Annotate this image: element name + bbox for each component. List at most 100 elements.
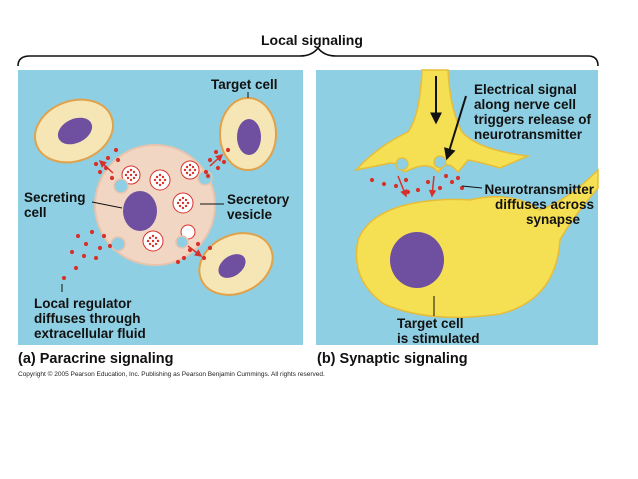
molecule-dot — [155, 175, 159, 179]
molecule-dot — [107, 243, 113, 249]
label-secretory-vesicle-line1: Secretory — [227, 192, 290, 207]
molecule-dot — [158, 178, 162, 182]
label-neurotransmitter-line1: Neurotransmitter — [484, 182, 594, 197]
molecule-dot — [132, 176, 136, 180]
molecule-dot — [151, 244, 155, 248]
molecule-dot — [176, 201, 180, 205]
molecule-dot — [155, 181, 159, 185]
molecule-dot — [207, 245, 213, 251]
molecule-dot — [153, 178, 157, 182]
label-secreting-cell: Secreting cell — [24, 190, 86, 220]
molecule-dot — [181, 255, 187, 261]
caption-synaptic: (b) Synaptic signaling — [317, 351, 468, 367]
molecule-dot — [213, 149, 219, 155]
label-target-line1: Target cell — [397, 316, 464, 331]
molecule-dot — [207, 157, 213, 163]
molecule-dot — [151, 239, 155, 243]
molecule-dot — [81, 253, 87, 259]
molecule-dot — [369, 177, 375, 183]
label-local-regulator-line2: diffuses through — [34, 311, 141, 326]
molecule-dot — [183, 168, 187, 172]
neurotransmitter-arrows — [397, 175, 437, 198]
label-local-regulator-line3: extracellular fluid — [34, 326, 146, 341]
label-neurotransmitter-line3: synapse — [525, 212, 580, 227]
molecule-dot — [69, 249, 75, 255]
target-neuron-nucleus — [390, 232, 444, 288]
molecule-dot — [129, 173, 133, 177]
molecule-dot — [134, 173, 138, 177]
molecule-dot — [459, 185, 465, 191]
leader-lines-a — [61, 92, 249, 292]
molecule-dot — [185, 171, 189, 175]
molecule-dot — [61, 275, 67, 281]
molecule-dot — [185, 165, 189, 169]
molecule-dot — [184, 198, 188, 202]
molecule-dot — [225, 147, 231, 153]
molecule-dot — [381, 181, 387, 187]
molecule-dot — [455, 175, 461, 181]
molecule-dot — [188, 168, 192, 172]
molecule-dot — [132, 170, 136, 174]
molecule-dot — [109, 175, 115, 181]
diffusion-arrows — [98, 153, 224, 257]
molecule-dot — [184, 204, 188, 208]
molecule-dot — [158, 183, 162, 187]
molecule-dot — [154, 236, 158, 240]
label-electrical-signal: Electrical signal along nerve cell trigg… — [474, 82, 591, 142]
label-secretory-vesicle: Secretory vesicle — [227, 192, 289, 222]
molecule-dot — [113, 147, 119, 153]
label-electrical-line2: along nerve cell — [474, 97, 577, 112]
secreting-cell — [94, 144, 216, 266]
secreting-cell-nucleus — [123, 191, 157, 231]
molecule-dot — [146, 239, 150, 243]
target-cell-upper-left — [34, 98, 114, 164]
label-neurotransmitter-line2: diffuses across — [494, 197, 594, 212]
leader-lines-b — [433, 185, 483, 316]
electrical-signal-arrows — [430, 76, 467, 161]
molecule-dot — [437, 185, 443, 191]
molecule-dot — [191, 171, 195, 175]
local-signaling-brace — [17, 46, 599, 67]
molecule-dot — [393, 183, 399, 189]
molecule-dot — [148, 242, 152, 246]
label-local-regulator-line1: Local regulator — [34, 296, 132, 311]
molecule-dot — [178, 198, 182, 202]
caption-paracrine: (a) Paracrine signaling — [18, 351, 174, 367]
molecule-dot — [163, 178, 167, 182]
molecule-dot — [449, 179, 455, 185]
molecule-dot — [93, 161, 99, 167]
label-secreting-cell-line1: Secreting — [24, 190, 86, 205]
molecule-dot — [89, 229, 95, 235]
molecule-dot — [124, 173, 128, 177]
molecule-dot — [161, 175, 165, 179]
local-signaling-title: Local signaling — [261, 32, 363, 48]
label-local-regulator: Local regulator diffuses through extrace… — [34, 296, 146, 341]
molecule-dot — [73, 265, 79, 271]
molecule-dot — [158, 173, 162, 177]
local-regulator-molecules — [61, 147, 231, 281]
molecule-dot — [425, 179, 431, 185]
molecule-dot — [405, 189, 411, 195]
molecule-dot — [148, 236, 152, 240]
molecule-dot — [129, 168, 133, 172]
molecule-dot — [97, 245, 103, 251]
molecule-dot — [221, 159, 227, 165]
molecule-dot — [415, 187, 421, 193]
nucleus — [218, 254, 246, 278]
molecule-dot — [154, 242, 158, 246]
molecule-dot — [195, 241, 201, 247]
nucleus — [237, 119, 261, 155]
nucleus — [57, 117, 93, 145]
label-electrical-line1: Electrical signal — [474, 82, 577, 97]
target-cell-upper-right — [219, 97, 277, 171]
molecule-dot — [191, 165, 195, 169]
molecule-dot — [129, 178, 133, 182]
molecule-dot — [181, 196, 185, 200]
molecule-dot — [151, 234, 155, 238]
molecule-dot — [215, 165, 221, 171]
molecule-dot — [443, 173, 449, 179]
molecule-dot — [188, 173, 192, 177]
molecule-dot — [156, 239, 160, 243]
label-electrical-line3: triggers release of — [474, 112, 592, 127]
